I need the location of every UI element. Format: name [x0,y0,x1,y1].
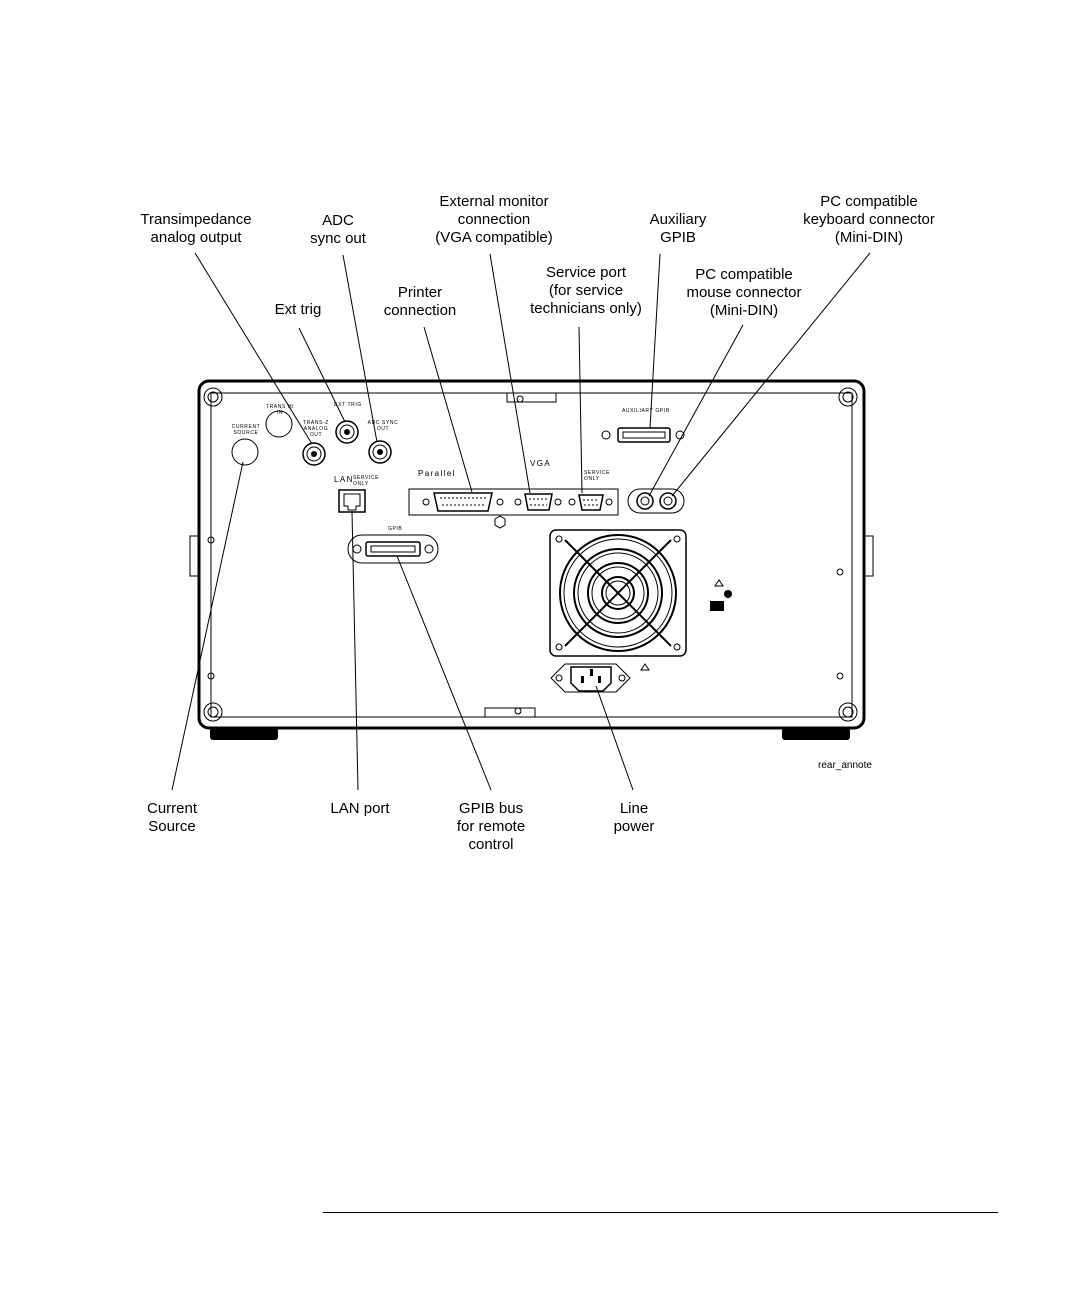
callout-line: power [613,818,655,835]
callout-line: keyboard connector [803,211,935,228]
panel-label-gpib: GPIB [388,526,402,532]
callout-line: for remote [456,818,526,835]
ce-mark-icon [710,601,724,611]
callout-line: External monitor [439,193,549,210]
panel-label-source: SOURCE [234,430,259,436]
gpib-port: GPIB [347,526,439,564]
callout-lan-port: LAN port [330,800,389,818]
mini-din-ports [627,488,685,514]
callout-line: technicians only) [530,300,642,317]
warning-icon-2 [640,663,650,671]
callout-line: PC compatible [695,266,793,283]
callout-line: analog output [150,229,242,246]
service-port [568,494,613,511]
certification-icon [724,590,732,598]
panel-label-trans-hi: TRANS HI [266,404,294,410]
callout-line: Ext trig [274,301,322,318]
callout-line: Source [148,818,196,835]
callout-line-power: Line power [614,800,655,836]
callout-service-port: Service port (for service technicians on… [530,264,642,318]
callout-current-source: Current Source [147,800,197,836]
footer-rule [323,1212,998,1213]
callout-line: sync out [310,230,366,247]
callout-line: Transimpedance [140,211,252,228]
hex-standoff [494,515,506,529]
callout-line: GPIB bus [458,800,524,817]
callout-mouse: PC compatible mouse connector (Mini-DIN) [686,266,801,320]
panel-label-service-2: SERVICE [584,470,610,476]
callout-line: (for service [548,282,624,299]
parallel-port [422,492,504,512]
callout-line: mouse connector [686,284,802,301]
callout-line: Line [619,800,649,817]
callout-line: ADC [322,212,354,229]
warning-icon [714,579,724,587]
panel-label-ext-trig: EXT TRIG [334,402,362,408]
callout-line: (Mini-DIN) [709,302,779,319]
leader-lines [171,252,871,791]
callout-line: Auxiliary [649,211,707,228]
callout-printer: Printer connection [384,284,457,320]
keyboard-port [659,492,677,510]
panel-label-adc-out: OUT [377,426,389,432]
panel-label-parallel: Parallel [418,469,456,478]
line-power-inlet [550,663,631,693]
callout-line: (Mini-DIN) [834,229,904,246]
compliance-marks [640,579,732,671]
callout-line: PC compatible [820,193,918,210]
callout-adc-sync: ADC sync out [310,212,366,248]
figure-filename: rear_annote [818,760,872,771]
panel-label-current: CURRENT [232,424,261,430]
callout-line: connection [457,211,531,228]
panel-label-only-2: ONLY [584,476,600,482]
ext-trig-bnc: EXT TRIG [334,402,362,444]
mouse-port [636,492,654,510]
io-connector-plate: Parallel VGA SERVICE ONLY [408,459,619,516]
panel-label-vga: VGA [530,459,551,468]
callout-line: LAN port [330,800,390,817]
current-source-connector: CURRENT SOURCE [231,424,261,466]
callout-line: connection [383,302,457,319]
panel-label-adc-sync: ADC SYNC [368,420,399,426]
callout-transimpedance: Transimpedance analog output [140,211,251,247]
callout-keyboard: PC compatible keyboard connector (Mini-D… [803,193,935,247]
callout-ext-trig: Ext trig [275,301,322,319]
cooling-fan [549,529,687,657]
callout-line: (VGA compatible) [435,229,553,246]
callout-line: Service port [545,264,627,281]
callout-aux-gpib: Auxiliary GPIB [650,211,707,247]
transimpedance-output-bnc: TRANS-Z ANALOG OUT [302,420,329,466]
panel-label-trans-z: TRANS-Z [303,420,329,426]
panel-label-service: SERVICE [353,475,379,481]
panel-label-analog: ANALOG [304,426,328,432]
callout-line: Printer [397,284,443,301]
panel-label-only: ONLY [353,481,369,487]
instrument-chassis [189,379,874,740]
callout-line: control [468,836,514,853]
panel-label-aux-gpib: AUXILIARY GPIB [622,408,670,414]
trans-hi-input-connector: TRANS HI IN [265,404,294,438]
vga-port [514,493,562,511]
callout-ext-monitor: External monitor connection (VGA compati… [435,193,553,247]
callout-gpib-bus: GPIB bus for remote control [457,800,525,854]
callout-line: GPIB [660,229,696,246]
adc-sync-bnc: ADC SYNC OUT [368,420,399,464]
panel-label-out: OUT [310,432,322,438]
callout-line: Current [146,800,198,817]
panel-label-in: IN [277,410,283,416]
panel-label-lan: LAN [334,475,354,484]
